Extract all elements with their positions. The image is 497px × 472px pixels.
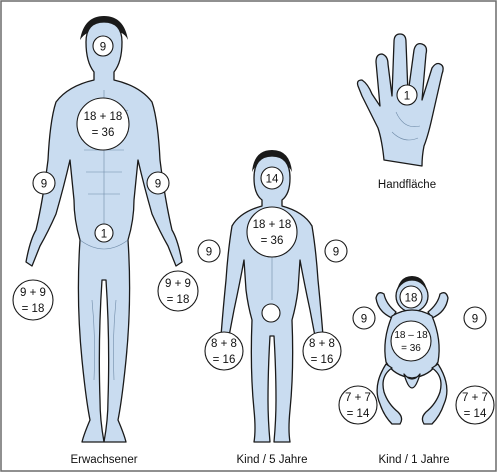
adult-trunk-badge: 18 + 18 = 36 xyxy=(77,98,129,150)
infant-trunk-value-2: = 36 xyxy=(401,343,421,354)
adult-genital-value: 1 xyxy=(101,229,107,241)
infant-trunk-badge: 18 – 18 = 36 xyxy=(391,321,431,361)
child5-head-badge: 14 xyxy=(261,167,283,189)
adult-head-badge: 9 xyxy=(93,36,113,56)
adult-leg-left-value-2: = 18 xyxy=(22,303,45,315)
infant-leg-right-value-1: 7 + 7 xyxy=(462,392,488,404)
infant-leg-left-badge: 7 + 7 = 14 xyxy=(339,386,377,424)
infant-arm-right-badge: 9 xyxy=(464,307,486,329)
child5-figure xyxy=(220,150,324,442)
child5-arm-right-badge: 9 xyxy=(325,240,347,262)
adult-head-value: 9 xyxy=(100,42,106,54)
adult-leg-right-badge: 9 + 9 = 18 xyxy=(158,271,198,311)
hand-value: 1 xyxy=(404,91,410,103)
infant-arm-left-value: 9 xyxy=(361,314,367,326)
child5-arm-right-value: 9 xyxy=(333,247,339,259)
child5-arm-left-value: 9 xyxy=(206,247,212,259)
child5-genital-marker xyxy=(262,304,280,322)
child5-leg-right-value-2: = 16 xyxy=(311,354,334,366)
infant-leg-right-badge: 7 + 7 = 14 xyxy=(456,386,494,424)
adult-genital-badge: 1 xyxy=(95,224,113,242)
infant-leg-left-value-2: = 14 xyxy=(347,408,370,420)
adult-leg-right-value-2: = 18 xyxy=(167,294,190,306)
infant-head-value: 18 xyxy=(405,293,418,305)
adult-trunk-value-1: 18 + 18 xyxy=(84,111,123,123)
infant-leg-left-value-1: 7 + 7 xyxy=(345,392,371,404)
child5-arm-left-badge: 9 xyxy=(198,240,220,262)
infant-head-badge: 18 xyxy=(400,286,422,308)
infant-arm-left-badge: 9 xyxy=(353,307,375,329)
adult-arm-right-badge: 9 xyxy=(147,172,169,194)
adult-leg-left-badge: 9 + 9 = 18 xyxy=(13,280,53,320)
child5-caption: Kind / 5 Jahre xyxy=(237,454,308,466)
infant-caption: Kind / 1 Jahre xyxy=(379,454,450,466)
hand-badge: 1 xyxy=(397,85,417,105)
adult-arm-right-value: 9 xyxy=(155,179,161,191)
infant-leg-right-value-2: = 14 xyxy=(464,408,487,420)
adult-caption: Erwachsener xyxy=(70,454,137,466)
infant-arm-right-value: 9 xyxy=(472,314,478,326)
child5-leg-left-badge: 8 + 8 = 16 xyxy=(205,332,243,370)
adult-leg-right-value-1: 9 + 9 xyxy=(165,278,191,290)
adult-leg-left-value-1: 9 + 9 xyxy=(20,287,46,299)
adult-arm-left-badge: 9 xyxy=(33,172,55,194)
child5-leg-left-value-1: 8 + 8 xyxy=(211,338,237,350)
child5-leg-right-badge: 8 + 8 = 16 xyxy=(303,332,341,370)
hand-caption: Handfläche xyxy=(378,179,436,191)
infant-trunk-value-1: 18 – 18 xyxy=(394,330,428,341)
child5-leg-right-value-1: 8 + 8 xyxy=(309,338,335,350)
child5-trunk-badge: 18 + 18 = 36 xyxy=(247,207,297,257)
child5-leg-left-value-2: = 16 xyxy=(213,354,236,366)
adult-trunk-value-2: = 36 xyxy=(92,127,115,139)
child5-head-value: 14 xyxy=(266,174,279,186)
adult-arm-left-value: 9 xyxy=(41,179,47,191)
child5-trunk-value-1: 18 + 18 xyxy=(253,219,292,231)
child5-trunk-value-2: = 36 xyxy=(261,235,284,247)
